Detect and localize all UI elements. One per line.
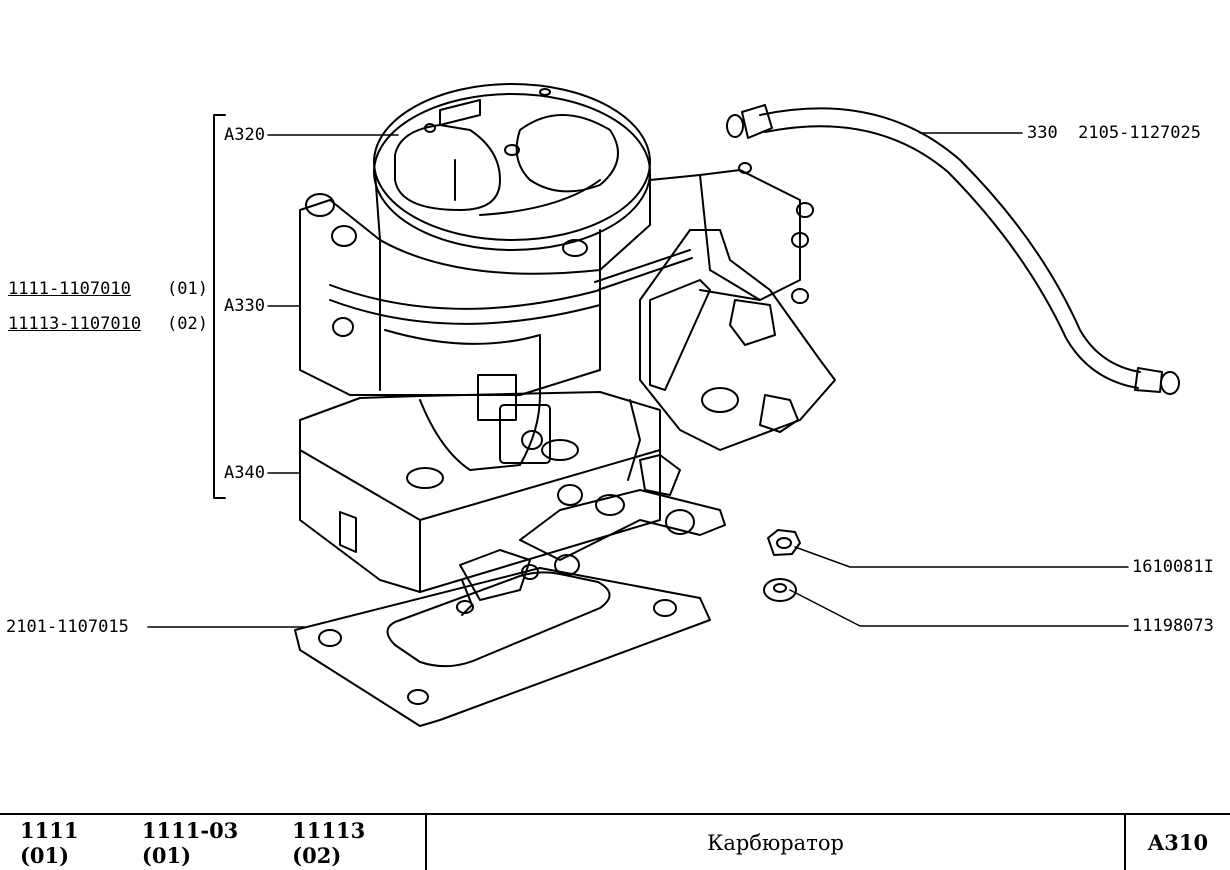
callout-a340: A340 <box>224 463 265 483</box>
page-code: A310 <box>1147 830 1209 855</box>
callout-nut: 1610081I <box>1132 557 1214 577</box>
applicable-models: 1111 (01) 1111-03 (01) 11113 (02) <box>0 815 427 870</box>
title-block: 1111 (01) 1111-03 (01) 11113 (02) Карбюр… <box>0 813 1230 870</box>
choke-mechanism-part <box>594 162 836 481</box>
throttle-linkage-part <box>456 454 726 616</box>
carburetor-exploded-drawing <box>147 83 1180 727</box>
callout-gasket: 2101-1107015 <box>6 617 129 637</box>
model-label: 11113 (02) <box>292 817 366 868</box>
fuel-hose-part <box>726 104 1180 395</box>
top-cover-part <box>373 83 651 275</box>
callout-washer: 11198073 <box>1132 616 1214 636</box>
callout-a330: A330 <box>224 296 265 316</box>
page-title: Карбюратор <box>427 815 1126 870</box>
assembly-bracket <box>213 114 226 499</box>
washer-part <box>763 578 797 602</box>
model-label: 1111 (01) <box>20 817 79 868</box>
callout-a320: A320 <box>224 125 265 145</box>
assembly-1-variant: (01) <box>167 279 208 299</box>
assembly-2-code: 11113-1107010 <box>8 314 142 334</box>
float-chamber-part <box>299 193 601 471</box>
callout-fuel-hose: 330 2105-1127025 <box>1027 123 1201 143</box>
assembly-2-variant: (02) <box>167 314 208 334</box>
nut-part <box>767 529 801 556</box>
assembly-1-code: 1111-1107010 <box>8 279 131 299</box>
throttle-body-part <box>299 391 661 593</box>
model-label: 1111-03 (01) <box>141 817 239 868</box>
gasket-part <box>294 567 711 727</box>
leader-lines <box>147 132 1129 628</box>
